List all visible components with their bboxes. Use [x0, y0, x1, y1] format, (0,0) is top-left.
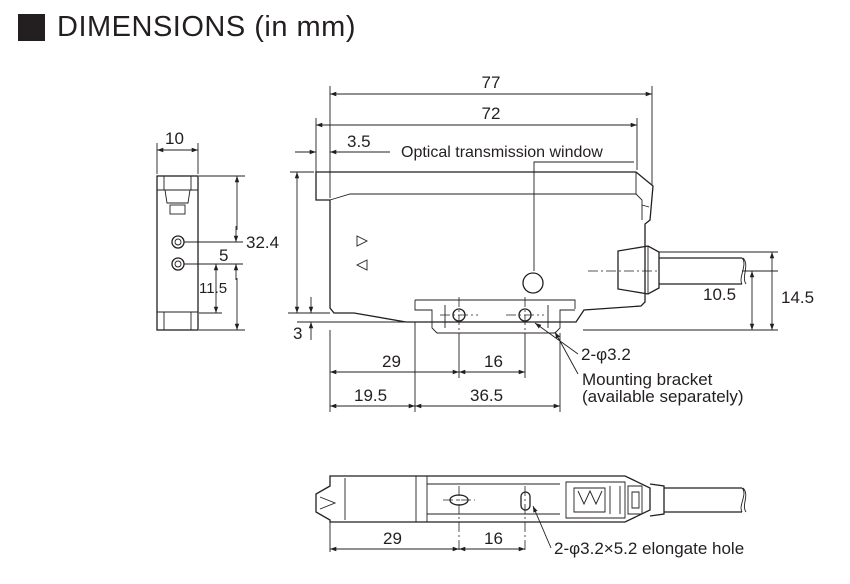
page-title: DIMENSIONS (in mm) [57, 10, 356, 43]
bracket-length-label: 36.5 [470, 386, 503, 405]
bracket-callout-line2: (available separately) [582, 387, 744, 406]
front-view-dimensions: 77 72 3.5 Optical transmission window 3 [288, 73, 814, 412]
body-length-label: 72 [482, 104, 501, 123]
side-width-label: 10 [165, 129, 184, 148]
bottom-hole-distance-label: 29 [383, 529, 402, 548]
rear-height-label: 14.5 [781, 288, 814, 307]
side-view-outline [156, 175, 199, 331]
bottom-view: 29 16 2-φ3.2×5.2 elongate hole [315, 475, 747, 558]
bottom-hole-pitch-label: 16 [484, 529, 503, 548]
section-heading: DIMENSIONS (in mm) [18, 8, 356, 46]
front-view-centerlines [440, 270, 660, 334]
front-hole-pitch-label: 16 [484, 352, 503, 371]
bottom-view-dimensions: 29 16 2-φ3.2×5.2 elongate hole [329, 505, 744, 558]
front-view: 77 72 3.5 Optical transmission window 3 [288, 73, 814, 412]
cable-height-label: 10.5 [703, 285, 736, 304]
front-hole-callout: 2-φ3.2 [581, 345, 631, 364]
bracket-callout-line1: Mounting bracket [582, 370, 713, 389]
front-offset-label: 3.5 [347, 132, 371, 151]
overall-length-label: 77 [482, 73, 501, 92]
side-hole-offset-label: 11.5 [199, 280, 227, 297]
side-view-dimensions: 10 32.4 5 11.5 [156, 129, 279, 331]
side-hole-pitch-label: 5 [219, 246, 228, 265]
optical-window-label: Optical transmission window [401, 144, 603, 161]
bottom-offset-label: 3 [293, 324, 302, 343]
front-view-outline [315, 171, 747, 334]
side-height-label: 32.4 [246, 233, 279, 252]
bracket-offset-label: 19.5 [354, 386, 387, 405]
elongate-hole-callout: 2-φ3.2×5.2 elongate hole [554, 539, 744, 558]
heading-bullet-square [18, 13, 45, 41]
side-view: 10 32.4 5 11.5 [156, 129, 279, 331]
front-hole-distance-label: 29 [382, 352, 401, 371]
bottom-view-centerlines [443, 486, 526, 552]
bottom-view-outline [315, 475, 747, 523]
